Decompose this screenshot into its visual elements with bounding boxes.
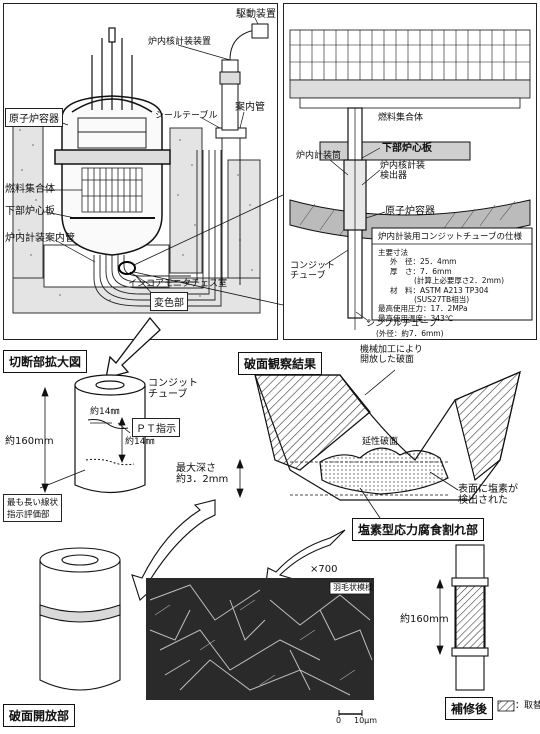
label-incore-guide-tube: 炉内計装案内管 (5, 233, 75, 244)
label-deformed-part: 変色部 (150, 292, 188, 311)
spec-thickness: 厚 さ：7．6mm (390, 266, 452, 276)
fuel-assemblies (81, 167, 143, 213)
cut-cylinder (74, 374, 146, 494)
spec-od: 外 径：25．4mm (390, 257, 457, 267)
label-fuel-assembly: 燃料集合体 (5, 184, 55, 195)
label-legend-replace: ：取替 (515, 701, 540, 711)
label-lower-core-plate: 下部炉心板 (5, 206, 55, 217)
arrow-to-open (131, 499, 216, 601)
label-scc: 塩素型応力腐食割れ部 (352, 518, 485, 541)
defect-circle (118, 261, 136, 275)
label-cut-conduit: コンジット チューブ (148, 378, 198, 400)
label-detail-fuel-assembly: 燃料集合体 (378, 113, 424, 123)
label-feather: 羽毛状模様 (333, 583, 373, 592)
label-thimble-tube: シンブルチューブ (366, 319, 438, 329)
spec-max-temp: 最高使用温度：343℃ (378, 313, 454, 323)
spec-main-dims: 主要寸法 (378, 248, 408, 257)
label-h160-cut: 約160mm (5, 436, 54, 447)
detail-fuel-grid (289, 29, 531, 99)
label-longest-indication: 最も長い線状 指示評価部 (3, 494, 63, 522)
label-seal-table: シールテーブル (155, 111, 218, 121)
label-pt-indication: ＰＴ指示 (132, 418, 180, 437)
label-incore-monitor-room: インコアモニタチェス室 (128, 279, 228, 289)
spec-material-note: (SUS27TB相当) (414, 294, 470, 304)
label-guide-tube: 案内管 (235, 102, 265, 113)
label-chloride: 表面に塩素が 検出された (458, 484, 518, 506)
label-w14a: 約14㎜ (90, 407, 120, 417)
label-h160-repair: 約160mm (400, 614, 449, 625)
open-title: 破面開放部 (3, 704, 76, 727)
label-detail-lower-core-plate: 下部炉心板 (382, 143, 432, 154)
spec-table: 主要寸法 外 径：25．4mm 厚 さ：7．6mm (計算上必要厚さ2．2mm)… (378, 248, 504, 323)
label-instrument-nozzle: 炉内計装筒 (296, 151, 342, 161)
label-mag: ×700 (310, 564, 338, 575)
label-conduit-tube: コンジット チューブ (290, 261, 336, 281)
label-thimble-od: (外径：約7．6mm) (376, 329, 444, 338)
spec-max-pressure: 最高使用圧力：17．2MPa (378, 304, 468, 314)
open-cylinder (39, 547, 121, 691)
repair-title: 補修後 (445, 697, 494, 720)
seal-table (215, 23, 269, 139)
label-w14b: 約14㎜ (125, 437, 155, 447)
label-drive-unit: 駆動装置 (236, 9, 276, 20)
label-detail-reactor-vessel: 原子炉容器 (385, 206, 435, 217)
label-incore-instrument: 炉内核計装装置 (148, 37, 212, 47)
incore-tubes (93, 150, 222, 307)
spec-material: 材 料：ASTM A213 TP304 (390, 285, 489, 295)
spec-title: 炉内計装用コンジットチューブの仕様 (378, 232, 522, 242)
spec-box (371, 227, 533, 321)
repair-tube (451, 544, 489, 691)
legend-swatch (497, 700, 515, 712)
label-max-depth: 最大深さ 約3．2mm (176, 463, 229, 485)
label-detector: 炉内核計装 検出器 (380, 161, 426, 181)
fracture-surface (254, 370, 521, 501)
label-scale-0: 0 (336, 716, 342, 725)
label-reactor-vessel: 原子炉容器 (5, 108, 63, 127)
spec-thickness-note: (計算上必要厚さ2．2mm) (414, 276, 505, 286)
label-machined: 機械加工により 開放した破面 (360, 345, 423, 365)
label-ductile: 延性破面 (362, 437, 399, 447)
label-scale-10: 10μm (354, 716, 378, 725)
cut-title: 切断部拡大図 (3, 350, 88, 373)
